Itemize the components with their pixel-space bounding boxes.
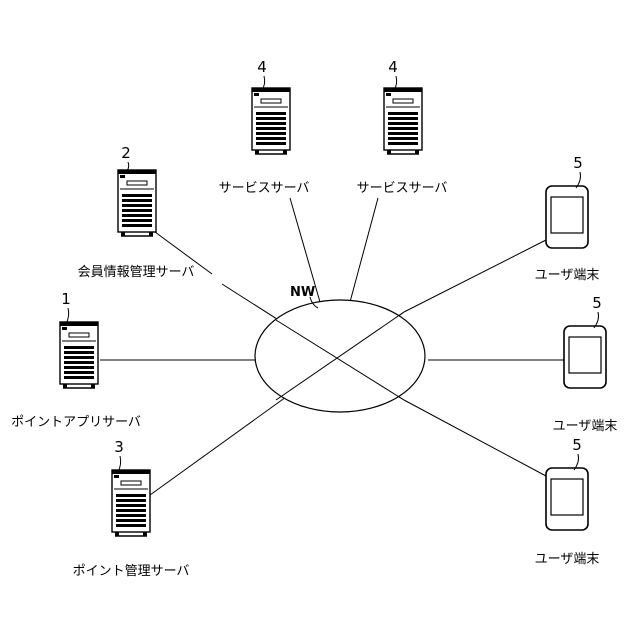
user-terminal-1-number: 5 [573,156,583,171]
point-app-server-label: ポイントアプリサーバ [11,416,141,429]
user-terminal-1-label: ユーザ端末 [535,269,600,282]
user-terminal-2-number: 5 [592,296,602,311]
service-server-1-icon [252,88,290,154]
user-terminal-3-icon [546,468,588,530]
user-terminal-1-icon [546,186,588,248]
point-app-server-number: 1 [61,292,71,307]
member-server-number: 2 [121,146,131,161]
point-mgmt-server-number: 3 [114,440,124,455]
point-app-server-icon [60,322,98,388]
user-terminal-2-icon [564,326,606,388]
network-label: NW [290,286,315,299]
member-server-icon [118,170,156,236]
service-server-1-label: サービスサーバ [219,182,310,195]
user-terminal-3-label: ユーザ端末 [535,553,600,566]
user-terminal-3-number: 5 [572,438,582,453]
service-server-2-number: 4 [388,60,398,75]
point-mgmt-server-label: ポイント管理サーバ [73,565,190,578]
link-user-terminal-3 [404,400,546,476]
point-mgmt-server-icon [112,470,150,536]
link-user-terminal-1 [404,240,546,312]
service-server-2-label: サービスサーバ [357,182,448,195]
member-server-label: 会員情報管理サーバ [78,266,195,279]
user-terminal-2-label: ユーザ端末 [553,420,618,433]
service-server-2-icon [384,88,422,154]
link-service-server-2 [350,198,378,302]
service-server-1-number: 4 [257,60,267,75]
